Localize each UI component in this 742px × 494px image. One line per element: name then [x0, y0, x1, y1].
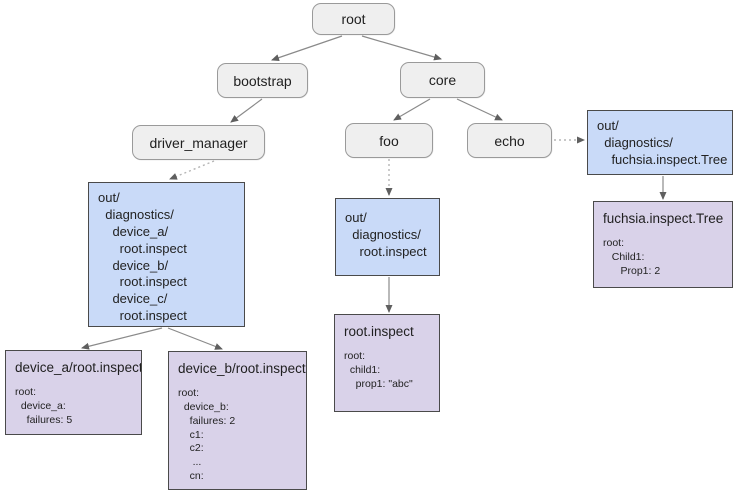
node-bootstrap: bootstrap — [217, 63, 308, 98]
edge-root-bootstrap — [271, 35, 343, 62]
inspect-box-echo-title: fuchsia.inspect.Tree — [603, 211, 724, 226]
edge-filebox-device-a — [81, 327, 163, 350]
inspect-box-device-a: device_a/root.inspect root: device_a: fa… — [5, 350, 142, 435]
inspect-box-echo: fuchsia.inspect.Tree root: Child1: Prop1… — [593, 201, 733, 288]
edge-driver-manager-filebox-dotted — [169, 160, 215, 180]
edge-root-core — [361, 35, 442, 61]
edge-bootstrap-driver-manager — [230, 98, 263, 123]
file-box-driver-manager-out: out/ diagnostics/ device_a/ root.inspect… — [88, 182, 245, 327]
file-box-echo-out: out/ diagnostics/ fuchsia.inspect.Tree — [587, 110, 733, 175]
inspect-box-device-b: device_b/root.inspect root: device_b: fa… — [168, 351, 307, 490]
node-root: root — [312, 3, 395, 35]
inspect-box-device-b-body: root: device_b: failures: 2 c1: c2: ... … — [178, 387, 236, 483]
edge-filebox-device-b — [167, 327, 223, 350]
node-foo: foo — [345, 123, 433, 158]
inspect-box-device-b-title: device_b/root.inspect — [178, 361, 306, 376]
node-driver-manager: driver_manager — [132, 125, 265, 160]
file-box-foo-out: out/ diagnostics/ root.inspect — [335, 198, 440, 276]
node-core: core — [400, 62, 485, 98]
inspect-box-foo: root.inspect root: child1: prop1: "abc" — [334, 314, 440, 412]
node-echo: echo — [467, 123, 552, 158]
inspect-box-device-a-title: device_a/root.inspect — [15, 360, 142, 375]
inspect-box-device-a-body: root: device_a: failures: 5 — [15, 386, 73, 426]
inspect-box-foo-title: root.inspect — [344, 324, 414, 339]
edge-core-echo — [456, 98, 503, 121]
inspect-box-foo-body: root: child1: prop1: "abc" — [344, 350, 413, 390]
inspect-box-echo-body: root: Child1: Prop1: 2 — [603, 237, 661, 277]
edge-core-foo — [393, 98, 431, 121]
